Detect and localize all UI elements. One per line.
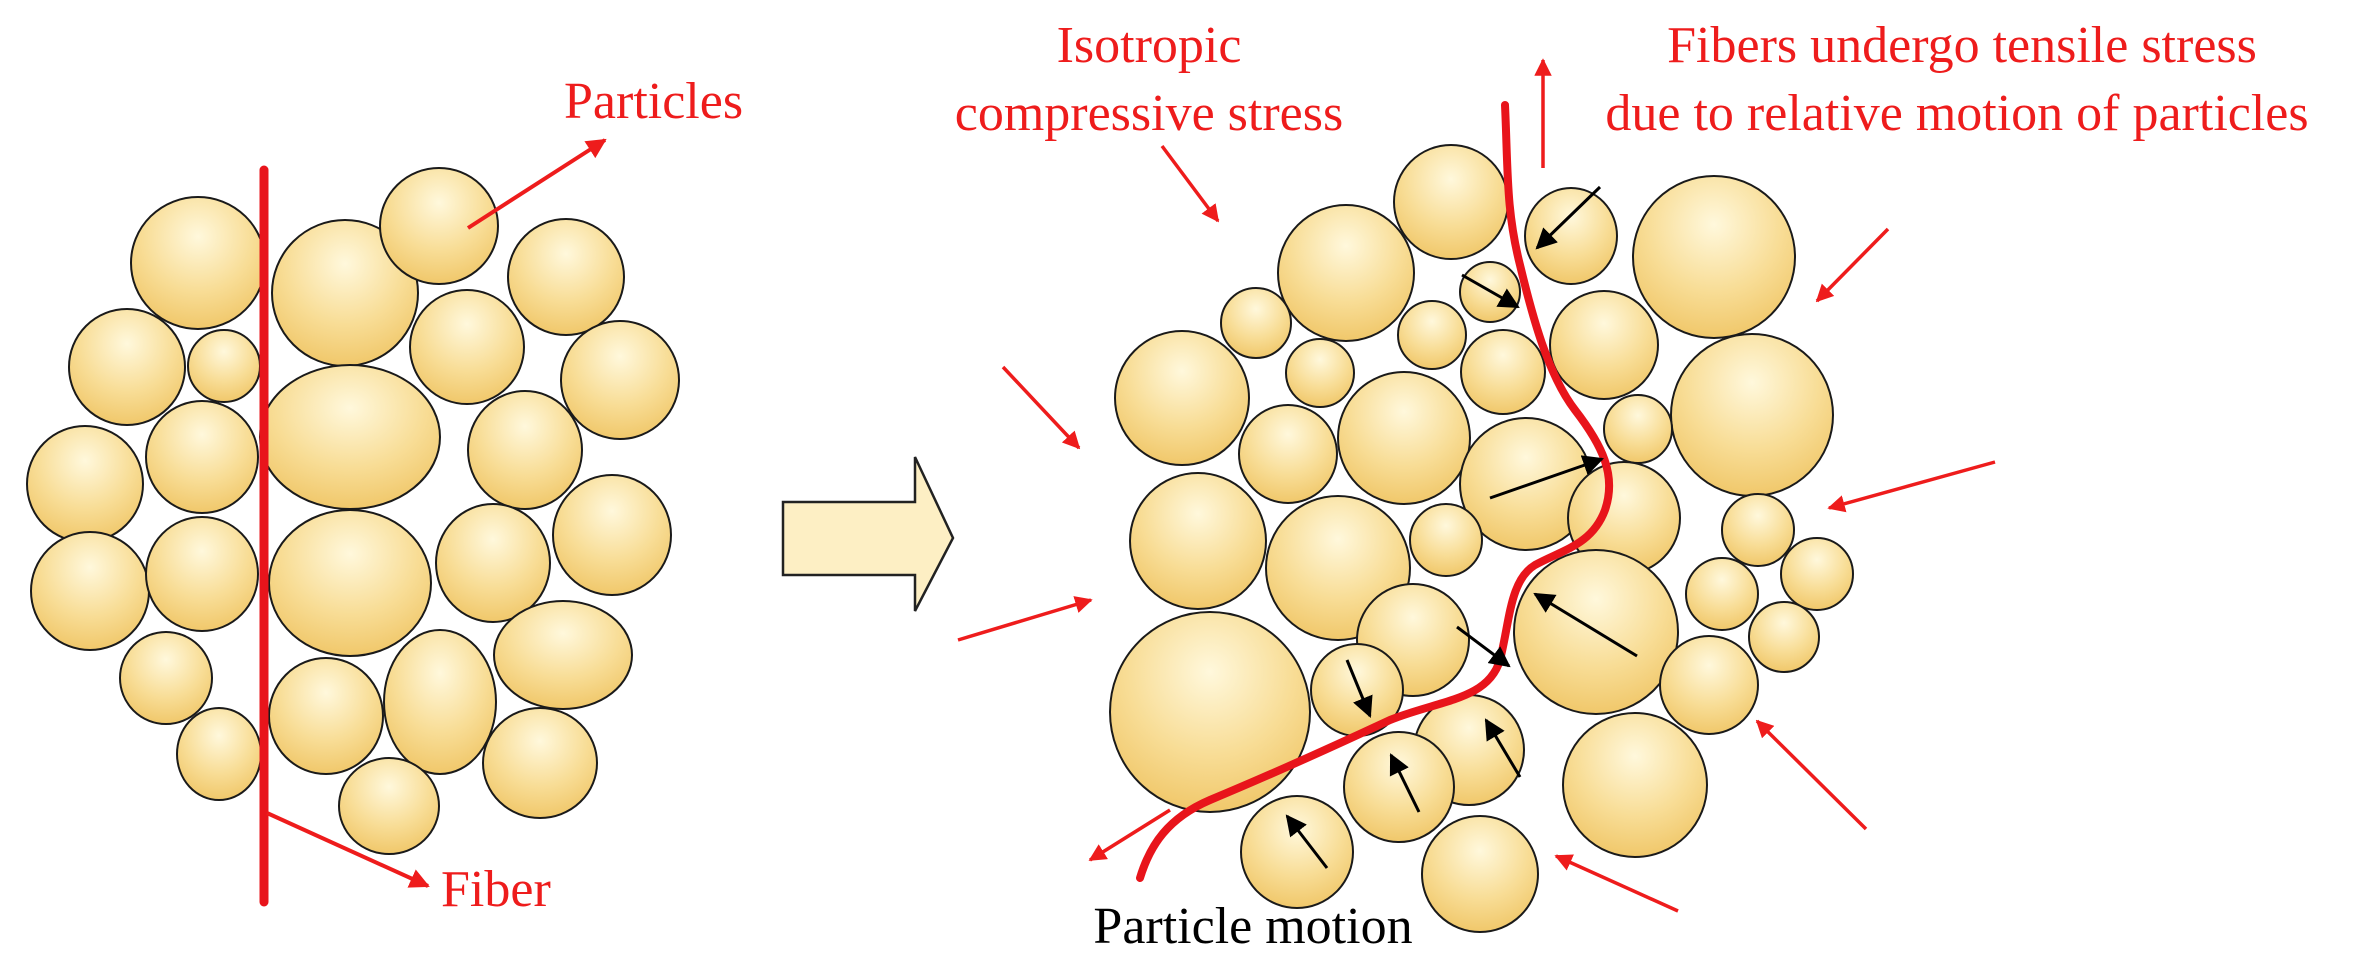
particle (1343, 731, 1455, 843)
initial-state-group (26, 167, 680, 855)
compressive-arrow (1815, 227, 1890, 303)
particle (1114, 330, 1250, 466)
particle (1562, 712, 1708, 858)
particle (1549, 290, 1659, 400)
particle (176, 707, 262, 801)
particle (1524, 187, 1618, 285)
compressive-arrow (1160, 144, 1220, 223)
particle (1421, 815, 1539, 933)
particle (435, 503, 551, 623)
particle (493, 600, 633, 710)
deformed-state-group (1109, 144, 1854, 933)
particle (552, 474, 672, 596)
particle (560, 320, 680, 440)
motion-arrow (1389, 753, 1421, 813)
particle (268, 657, 384, 775)
motion-arrow (1456, 625, 1511, 668)
motion-arrow (1285, 814, 1329, 869)
particles-label: Particles (564, 73, 743, 130)
particle (1659, 635, 1759, 735)
compressive-arrow (1001, 365, 1081, 450)
particle (1685, 557, 1759, 631)
motion-arrow (1484, 718, 1522, 778)
particle (1240, 795, 1354, 909)
particle (482, 707, 598, 819)
particle (1220, 287, 1292, 359)
particle (26, 425, 144, 543)
compressive-arrow (1755, 719, 1868, 831)
particles-pointer-arrow (466, 138, 607, 230)
particle (1397, 300, 1467, 370)
motion-arrow (1489, 455, 1604, 500)
tension-arrow-bottom (1088, 808, 1171, 862)
particle (379, 167, 499, 285)
particle (383, 629, 497, 775)
deformed-fiber (1136, 101, 1614, 882)
isotropic-label-line1: Isotropic (1057, 17, 1242, 74)
particle (119, 631, 213, 725)
compressive-arrow (1827, 460, 1996, 513)
particle (1748, 601, 1820, 673)
particle (507, 218, 625, 336)
motion-arrow (1535, 185, 1602, 250)
particle (187, 329, 261, 403)
motion-arrow (1461, 273, 1520, 309)
compressive-arrow (1554, 854, 1679, 913)
particle (259, 364, 441, 510)
particle (409, 289, 525, 405)
particle (130, 196, 266, 330)
particle (1393, 144, 1509, 260)
particle (1409, 503, 1483, 577)
particle (1285, 338, 1355, 408)
transition-arrow (781, 456, 955, 612)
particle (467, 390, 583, 510)
isotropic-label-line2: compressive stress (955, 85, 1343, 142)
particle (338, 757, 440, 855)
particle (1337, 371, 1471, 505)
tensile-label-line2: due to relative motion of particles (1605, 85, 2308, 142)
particle (1603, 394, 1673, 464)
motion-arrow (1345, 659, 1373, 718)
particle (1670, 333, 1834, 497)
particle (1238, 404, 1338, 504)
particle (1277, 204, 1415, 342)
particle (1780, 537, 1854, 611)
stress-arrows (957, 58, 1996, 913)
particle (1129, 472, 1267, 610)
particle (30, 531, 150, 651)
particle (68, 308, 186, 426)
particle (145, 400, 259, 514)
motion-arrow (1533, 592, 1638, 658)
compressive-arrow (957, 596, 1093, 642)
tensile-label-line1: Fibers undergo tensile stress (1667, 17, 2257, 74)
particle-motion-label: Particle motion (1093, 898, 1412, 955)
particle (268, 509, 432, 657)
particle (1632, 175, 1796, 339)
particle (1721, 493, 1795, 567)
particle (145, 516, 259, 632)
particle (1460, 329, 1546, 415)
fiber-label: Fiber (441, 861, 551, 918)
particle (1109, 611, 1311, 813)
fiber-pointer-arrow (266, 811, 430, 888)
particle-motion-arrows (1285, 185, 1638, 869)
